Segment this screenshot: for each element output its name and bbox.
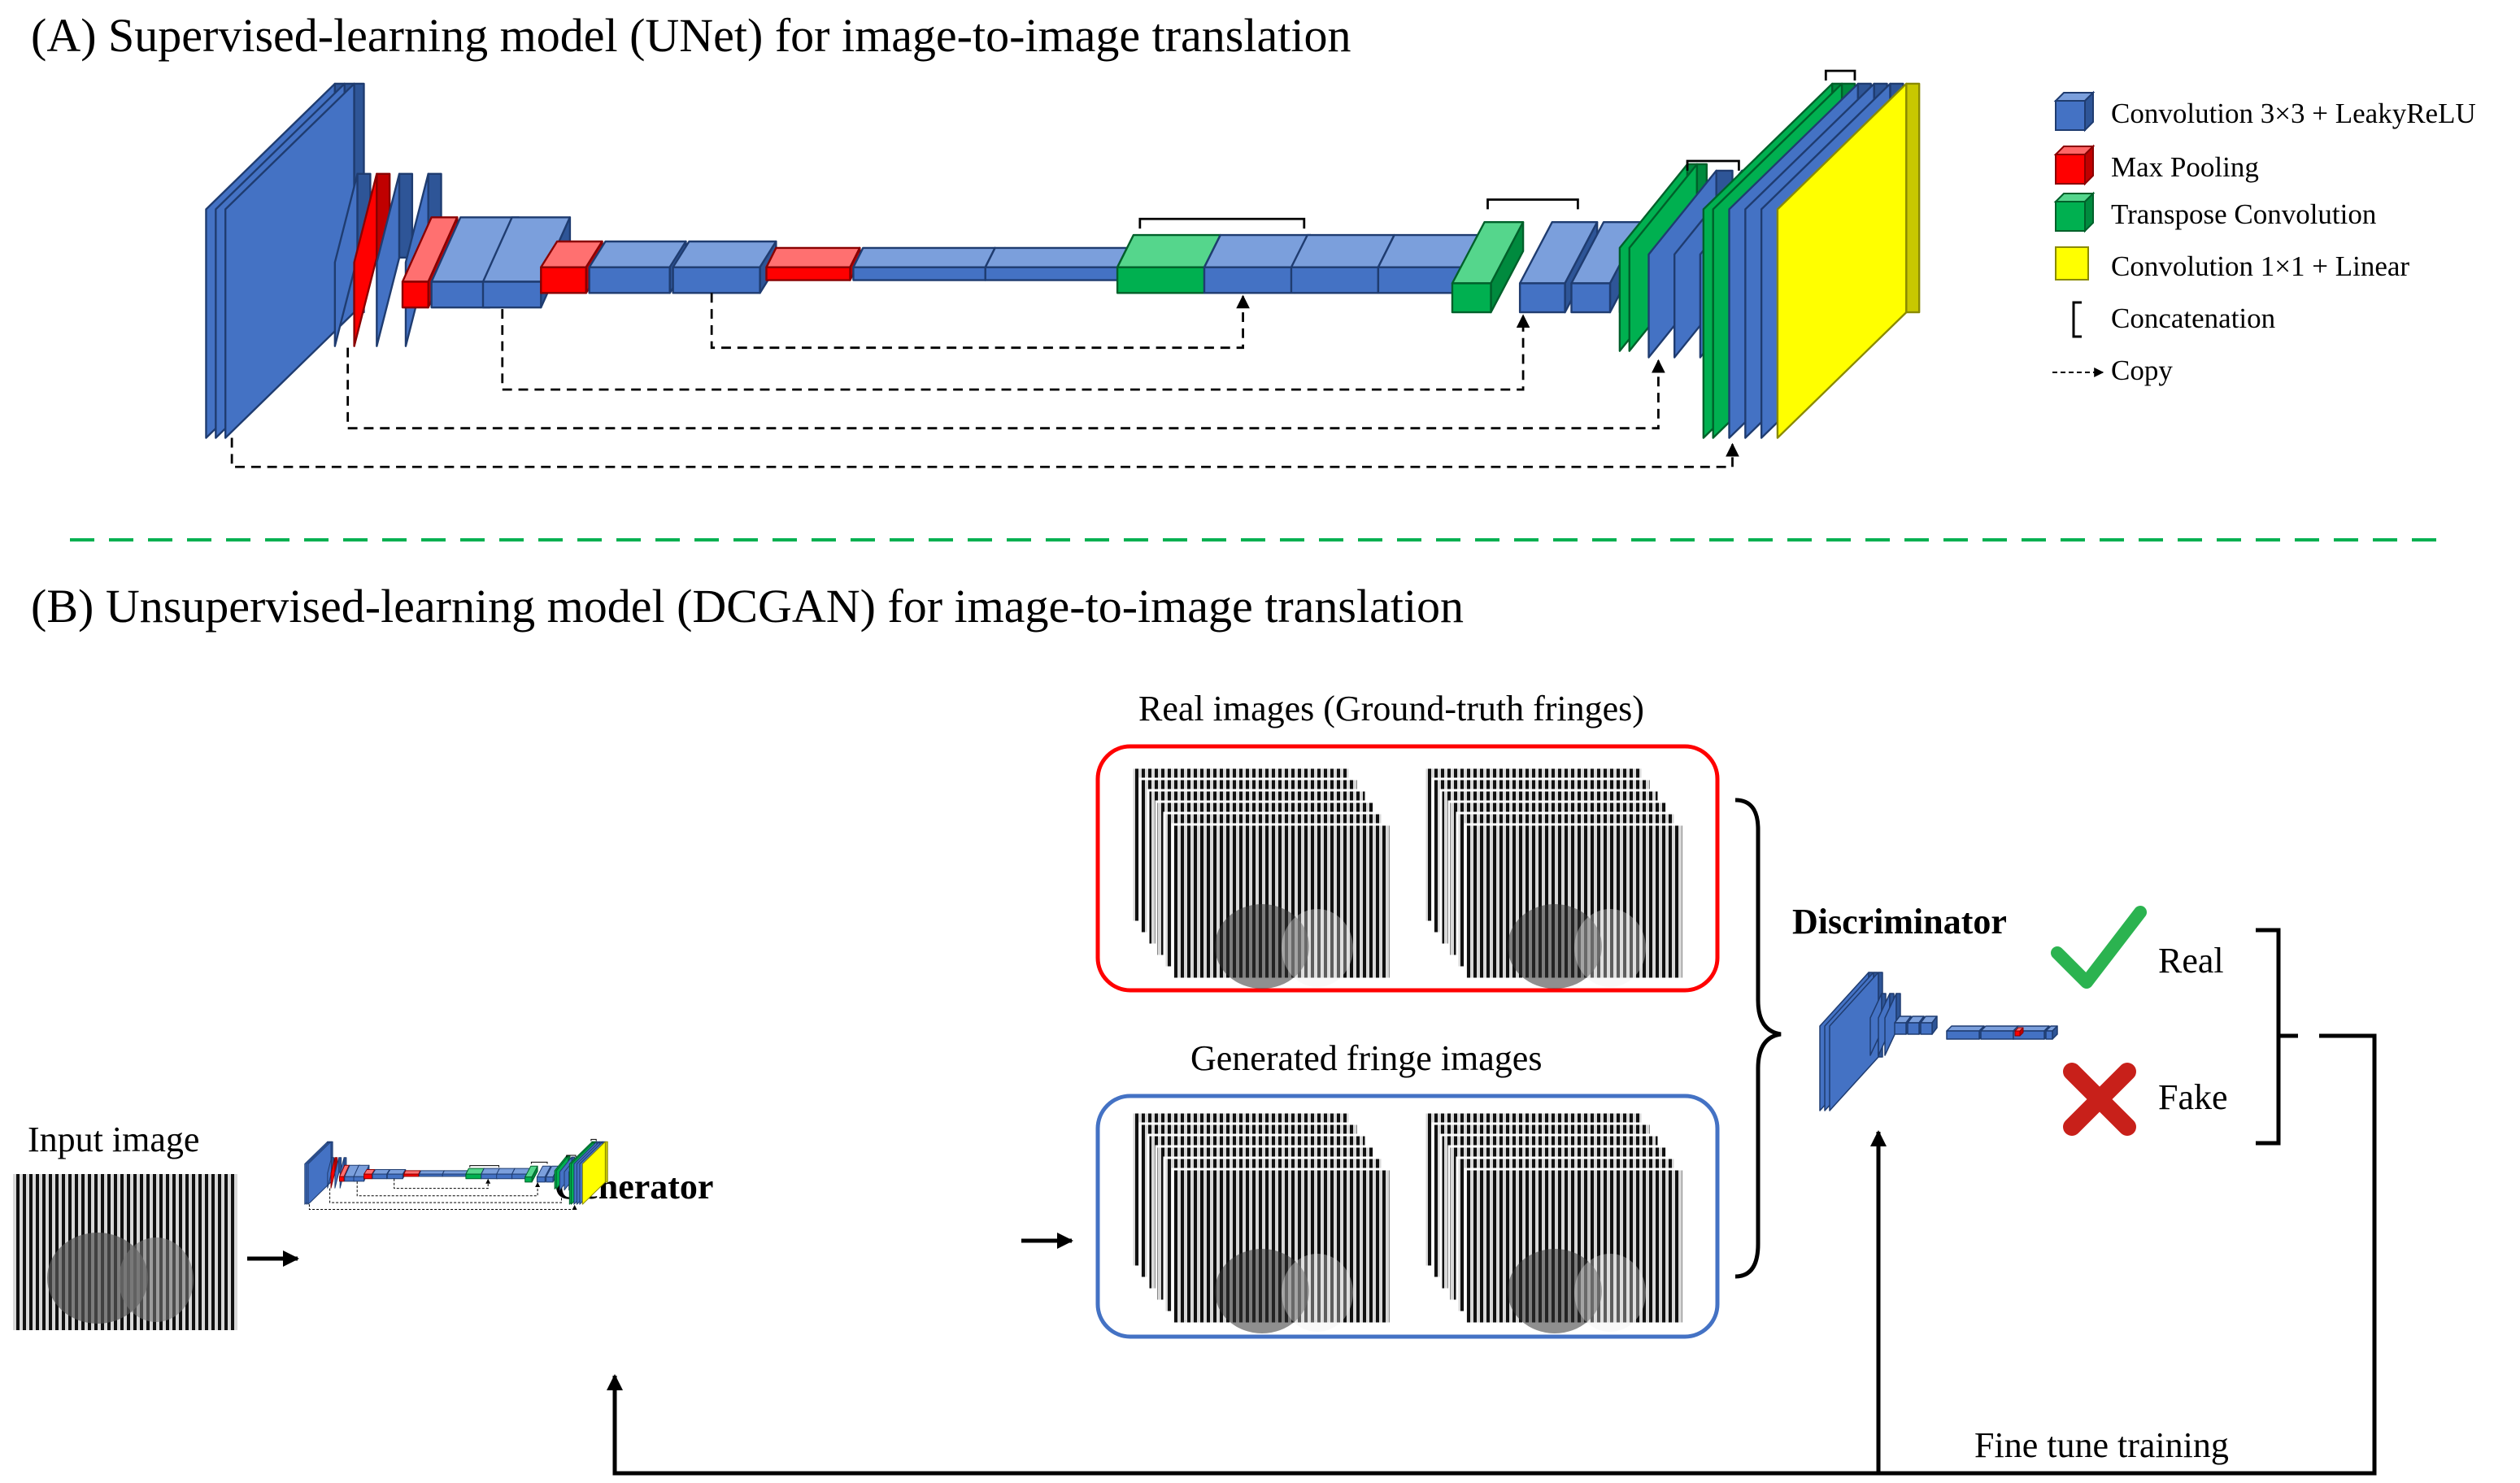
fringe-image-stack bbox=[1130, 1111, 1392, 1333]
conv-layer-block bbox=[672, 240, 777, 294]
concat-bracket bbox=[1824, 69, 1856, 80]
legend-icons bbox=[2052, 90, 2104, 377]
conv-layer-block bbox=[852, 246, 996, 281]
fin-layer-slab bbox=[581, 1141, 608, 1205]
copy-arrow bbox=[710, 293, 1250, 350]
pool-layer-block bbox=[2014, 1027, 2024, 1037]
generated-images-box bbox=[1095, 1094, 1720, 1339]
fine-tune-label: Fine tune training bbox=[1974, 1425, 2229, 1465]
pool-layer-block bbox=[765, 246, 861, 281]
legend-label-conv: Convolution 3×3 + LeakyReLU bbox=[2111, 98, 2476, 129]
legend-label-copy: Copy bbox=[2111, 354, 2173, 386]
copy-arrow bbox=[230, 437, 1739, 468]
input-image bbox=[13, 1174, 237, 1330]
input-image-label: Input image bbox=[28, 1120, 200, 1159]
tc-layer-block bbox=[1451, 221, 1525, 314]
fin-layer-slab bbox=[1776, 82, 1921, 439]
real-image-stacks bbox=[1130, 766, 1685, 989]
discriminator-network bbox=[1819, 972, 2058, 1111]
legend-label-transpose: Transpose Convolution bbox=[2111, 198, 2377, 230]
legend-label-pool: Max Pooling bbox=[2111, 151, 2259, 183]
section-a-title: (A) Supervised-learning model (UNet) for… bbox=[31, 9, 1351, 62]
yellow-square-icon bbox=[2055, 246, 2089, 281]
tc-layer-block bbox=[524, 1165, 538, 1183]
red-cube-icon bbox=[2053, 144, 2096, 186]
concat-bracket bbox=[1486, 198, 1579, 210]
discriminator-label: Discriminator bbox=[1792, 902, 2007, 942]
concat-bracket bbox=[1138, 217, 1306, 229]
conv-layer-block bbox=[386, 1169, 407, 1180]
conv-layer-block bbox=[419, 1170, 445, 1177]
generated-image-stacks bbox=[1130, 1111, 1685, 1333]
blue-cube-icon bbox=[2053, 90, 2096, 133]
conv-layer-block bbox=[442, 1170, 468, 1177]
fringe-image-stack bbox=[1423, 766, 1685, 989]
concat-bracket bbox=[1686, 159, 1740, 171]
concat-bracket bbox=[590, 1138, 597, 1142]
fringe-image-stack bbox=[1423, 1111, 1685, 1333]
green-cube-icon bbox=[2053, 191, 2096, 233]
cross-icon bbox=[2063, 1063, 2136, 1136]
concat-bracket bbox=[566, 1155, 577, 1158]
unet-architecture bbox=[205, 69, 1921, 468]
legend-label-concat: Concatenation bbox=[2111, 302, 2276, 334]
conv-layer-slab bbox=[376, 172, 414, 347]
copy-arrow bbox=[394, 1178, 491, 1189]
legend-label-final: Convolution 1×1 + Linear bbox=[2111, 250, 2410, 282]
check-icon bbox=[2051, 906, 2147, 989]
bracket-icon bbox=[2072, 301, 2082, 338]
real-images-box bbox=[1095, 744, 1720, 993]
conv-layer-block bbox=[2045, 1025, 2058, 1040]
pool-layer-block bbox=[403, 1170, 421, 1177]
conv-layer-block bbox=[984, 246, 1129, 281]
real-label: Real bbox=[2158, 941, 2224, 981]
fake-label: Fake bbox=[2158, 1077, 2228, 1117]
fine-tune-feedback-loop bbox=[607, 1033, 2377, 1476]
copy-arrow bbox=[346, 347, 1665, 430]
generator-network bbox=[304, 1138, 608, 1210]
conv-layer-block bbox=[1946, 1025, 1985, 1040]
output-bracket bbox=[2256, 928, 2281, 1146]
concat-bracket bbox=[530, 1161, 548, 1164]
section-b-title: (B) Unsupervised-learning model (DCGAN) … bbox=[31, 580, 1465, 633]
conv-layer-block bbox=[588, 240, 687, 294]
concat-bracket bbox=[469, 1165, 499, 1168]
copy-arrow bbox=[501, 309, 1530, 391]
conv-layer-block bbox=[1980, 1025, 2019, 1040]
images-brace bbox=[1734, 798, 1782, 1279]
fringe-image-stack bbox=[1130, 766, 1392, 989]
conv-layer-block bbox=[1920, 1015, 1938, 1035]
copy-arrow bbox=[308, 1204, 577, 1210]
generated-images-label: Generated fringe images bbox=[1190, 1038, 1543, 1078]
copy-arrow bbox=[356, 1181, 541, 1197]
real-images-label: Real images (Ground-truth fringes) bbox=[1138, 689, 1644, 728]
